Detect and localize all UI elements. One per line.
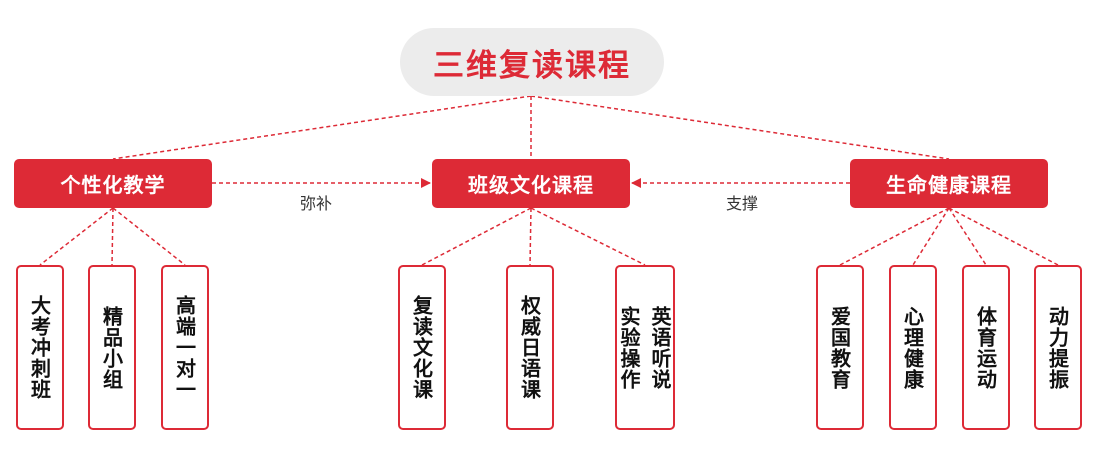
cat-1-leaf-2-line <box>111 207 114 266</box>
category-label: 生命健康课程 <box>886 173 1012 197</box>
leaf-node: 爱国教育 <box>816 265 864 430</box>
leaf-label: 英语听说 <box>648 305 672 390</box>
leaf-label: 体育运动 <box>973 305 998 390</box>
leaf-node: 权威日语课 <box>506 265 554 430</box>
category-label: 班级文化课程 <box>468 173 594 197</box>
leaf-label: 复读文化课 <box>409 295 434 400</box>
leaf-node: 复读文化课 <box>398 265 446 430</box>
category-life-health: 生命健康课程 <box>850 159 1048 208</box>
cat-3-leaf-3-line <box>948 207 987 266</box>
leaf-label: 实验操作 <box>617 305 641 390</box>
category-class-culture: 班级文化课程 <box>432 159 630 208</box>
cat-1-leaf-3-line <box>112 207 186 266</box>
leaf-label: 高端一对一 <box>172 295 197 400</box>
cat-1-leaf-1-line <box>39 207 114 266</box>
leaf-label: 精品小组 <box>99 305 124 390</box>
leaf-label: 大考冲刺班 <box>27 295 52 400</box>
category-personalized: 个性化教学 <box>14 159 212 208</box>
root-node: 三维复读课程 <box>400 28 664 96</box>
cat-3-leaf-4-line <box>948 207 1059 266</box>
leaf-label: 动力提振 <box>1045 305 1070 390</box>
leaf-node: 精品小组 <box>88 265 136 430</box>
leaf-node: 动力提振 <box>1034 265 1082 430</box>
cat-2-leaf-2-line <box>529 207 532 266</box>
leaf-node: 体育运动 <box>962 265 1010 430</box>
cat-2-leaf-3-line <box>530 207 646 266</box>
leaf-node: 高端一对一 <box>161 265 209 430</box>
cat-3-leaf-2-line <box>912 207 950 266</box>
leaf-node: 英语听说 实验操作 <box>615 265 675 430</box>
root-to-cat-1-line <box>112 95 532 160</box>
category-label: 个性化教学 <box>60 173 166 197</box>
leaf-label: 心理健康 <box>900 305 925 390</box>
relation-label-right: 支撑 <box>726 194 759 213</box>
leaf-label: 权威日语课 <box>517 295 542 400</box>
cat-2-leaf-1-line <box>421 207 532 266</box>
cat-3-leaf-1-line <box>839 207 950 266</box>
root-title: 三维复读课程 <box>433 47 631 84</box>
leaf-node: 大考冲刺班 <box>16 265 64 430</box>
relation-label-left: 弥补 <box>300 194 333 213</box>
leaf-node: 心理健康 <box>889 265 937 430</box>
root-to-cat-3-line <box>530 95 950 160</box>
leaf-label: 爱国教育 <box>827 305 852 390</box>
